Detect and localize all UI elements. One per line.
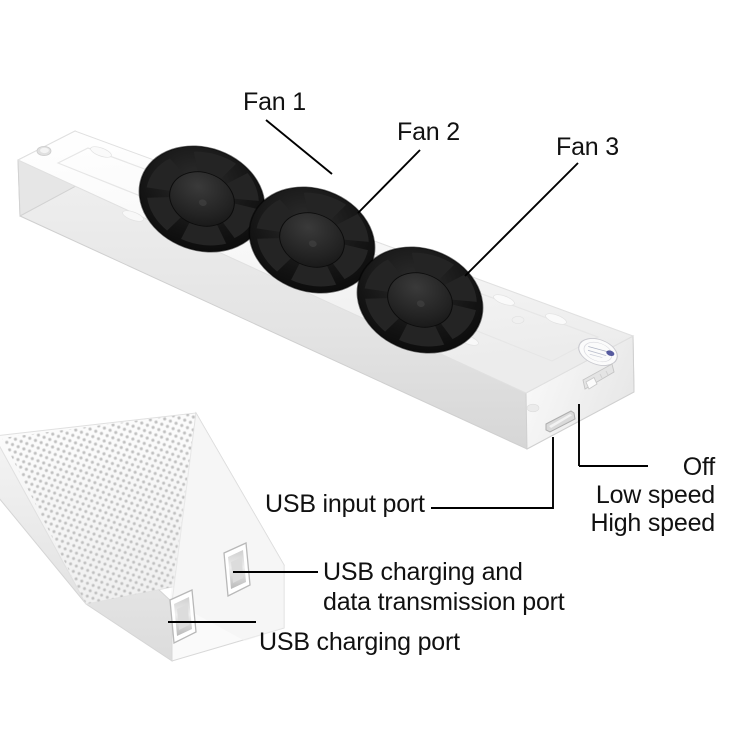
label-switch-low-speed: Low speed (595, 481, 715, 509)
label-usb-input-port: USB input port (265, 490, 425, 518)
leader-usb-input (431, 437, 554, 509)
switch-nub[interactable] (585, 376, 598, 390)
label-fan-3: Fan 3 (556, 133, 619, 161)
leader-fan-2 (357, 149, 421, 214)
certification-sticker (578, 338, 618, 366)
label-usb-charging-data-port: USB charging and data transmission port (323, 558, 565, 616)
cooling-bar-device (16, 130, 635, 450)
fan-3 (356, 246, 484, 354)
leader-fan-1 (265, 119, 333, 175)
label-usb-charging-port: USB charging port (259, 628, 460, 656)
base-port-face-shade (170, 413, 284, 641)
usb-charging-data-port (223, 542, 251, 598)
fan-2 (248, 186, 376, 294)
usb-input-port (545, 410, 576, 433)
speed-slider-switch[interactable] (582, 363, 615, 390)
screw-hole-left-inner (40, 147, 49, 154)
leader-switch (578, 404, 648, 467)
base-hub-device (0, 411, 285, 662)
usb-charging-port (169, 589, 197, 645)
leader-fan-3 (464, 162, 579, 277)
label-switch-off: Off (682, 453, 715, 481)
label-fan-1: Fan 1 (243, 88, 306, 116)
fan-1 (138, 145, 266, 253)
leader-lines (168, 119, 648, 623)
label-switch-high-speed: High speed (590, 509, 716, 537)
label-fan-2: Fan 2 (397, 118, 460, 146)
